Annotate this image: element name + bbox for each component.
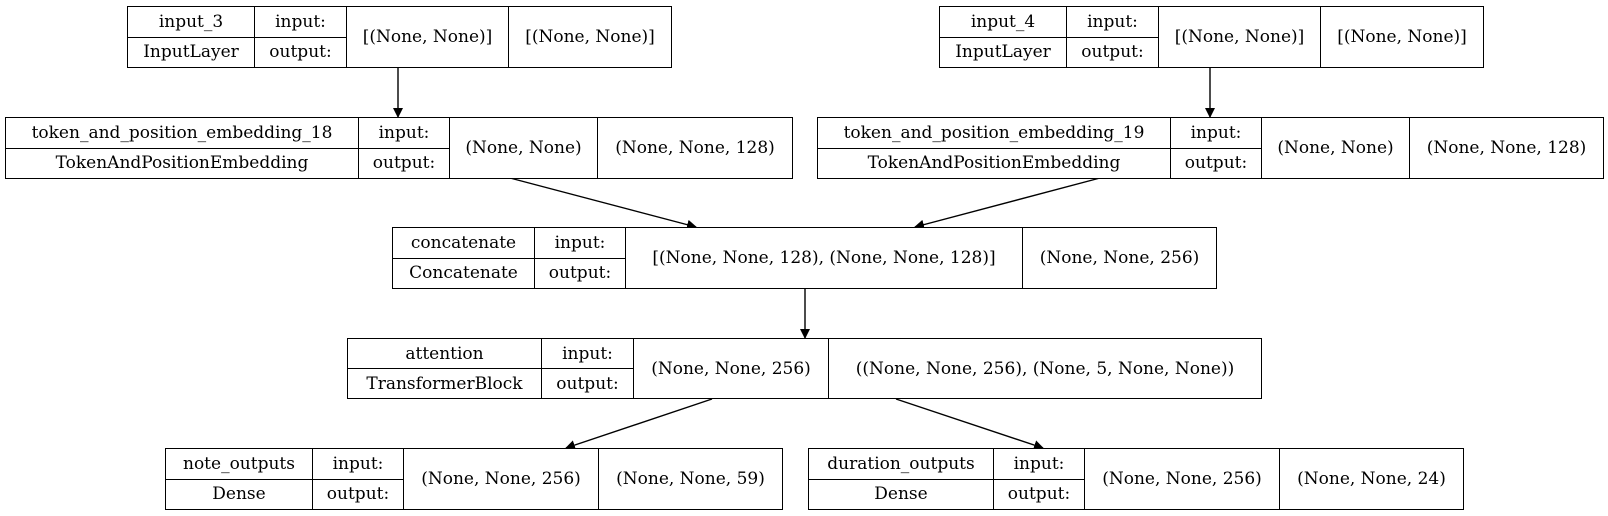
input-label: input: bbox=[994, 449, 1084, 480]
node-attention[interactable]: attention TransformerBlock input: output… bbox=[347, 338, 1262, 399]
output-label: output: bbox=[372, 153, 436, 174]
layer-type: InputLayer bbox=[955, 42, 1051, 63]
layer-name: token_and_position_embedding_18 bbox=[6, 118, 358, 149]
input-shape: (None, None) bbox=[450, 118, 598, 178]
input-label: input: bbox=[1171, 118, 1261, 149]
layer-type: TokenAndPositionEmbedding bbox=[867, 153, 1121, 174]
input-label: input: bbox=[255, 7, 346, 38]
layer-type: InputLayer bbox=[143, 42, 239, 63]
output-label: output: bbox=[556, 373, 619, 394]
input-shape: [(None, None)] bbox=[347, 7, 509, 67]
input-shape: [(None, None)] bbox=[1159, 7, 1321, 67]
layer-type: Dense bbox=[874, 484, 928, 505]
input-shape: [(None, None, 128), (None, None, 128)] bbox=[626, 228, 1023, 288]
output-shape: (None, None, 256) bbox=[1039, 248, 1200, 268]
node-input-4[interactable]: input_4 InputLayer input: output: [(None… bbox=[939, 6, 1484, 68]
output-shape: (None, None, 128) bbox=[1426, 138, 1587, 158]
input-shape: (None, None, 256) bbox=[1085, 449, 1280, 509]
output-label: output: bbox=[1184, 153, 1248, 174]
edge-tpe19-concat bbox=[914, 177, 1101, 230]
output-shape: [(None, None)] bbox=[525, 27, 655, 47]
input-label: input: bbox=[535, 228, 625, 259]
edge-tpe18-concat bbox=[509, 177, 697, 230]
layer-type: Dense bbox=[212, 484, 266, 505]
layer-name: concatenate bbox=[393, 228, 534, 259]
output-label: output: bbox=[269, 42, 332, 63]
edge-attn-note bbox=[565, 398, 713, 450]
output-label: output: bbox=[1007, 484, 1071, 505]
node-token-and-position-embedding-19[interactable]: token_and_position_embedding_19 TokenAnd… bbox=[817, 117, 1604, 179]
input-label: input: bbox=[1067, 7, 1158, 38]
input-shape: (None, None, 256) bbox=[634, 339, 829, 398]
output-label: output: bbox=[1081, 42, 1144, 63]
input-label: input: bbox=[313, 449, 403, 480]
input-label: input: bbox=[359, 118, 449, 149]
output-shape: (None, None, 128) bbox=[615, 138, 775, 158]
layer-type: TransformerBlock bbox=[366, 373, 523, 394]
output-label: output: bbox=[548, 263, 612, 284]
output-label: output: bbox=[326, 484, 390, 505]
output-shape: (None, None, 24) bbox=[1297, 469, 1446, 489]
layer-name: input_3 bbox=[128, 7, 254, 38]
node-note-outputs[interactable]: note_outputs Dense input: output: (None,… bbox=[165, 448, 783, 510]
input-label: input: bbox=[542, 339, 633, 369]
node-concatenate[interactable]: concatenate Concatenate input: output: [… bbox=[392, 227, 1217, 289]
edge-attn-dur bbox=[895, 398, 1044, 450]
node-duration-outputs[interactable]: duration_outputs Dense input: output: (N… bbox=[808, 448, 1464, 510]
output-shape: [(None, None)] bbox=[1337, 27, 1467, 47]
input-shape: (None, None) bbox=[1262, 118, 1410, 178]
layer-name: input_4 bbox=[940, 7, 1066, 38]
layer-type: TokenAndPositionEmbedding bbox=[55, 153, 309, 174]
node-input-3[interactable]: input_3 InputLayer input: output: [(None… bbox=[127, 6, 672, 68]
layer-name: note_outputs bbox=[166, 449, 312, 480]
output-shape: (None, None, 59) bbox=[616, 469, 765, 489]
layer-name: attention bbox=[348, 339, 541, 369]
layer-name: token_and_position_embedding_19 bbox=[818, 118, 1170, 149]
input-shape: (None, None, 256) bbox=[404, 449, 599, 509]
node-token-and-position-embedding-18[interactable]: token_and_position_embedding_18 TokenAnd… bbox=[5, 117, 793, 179]
layer-name: duration_outputs bbox=[809, 449, 993, 480]
output-shape: ((None, None, 256), (None, 5, None, None… bbox=[855, 358, 1235, 379]
layer-type: Concatenate bbox=[409, 263, 518, 284]
